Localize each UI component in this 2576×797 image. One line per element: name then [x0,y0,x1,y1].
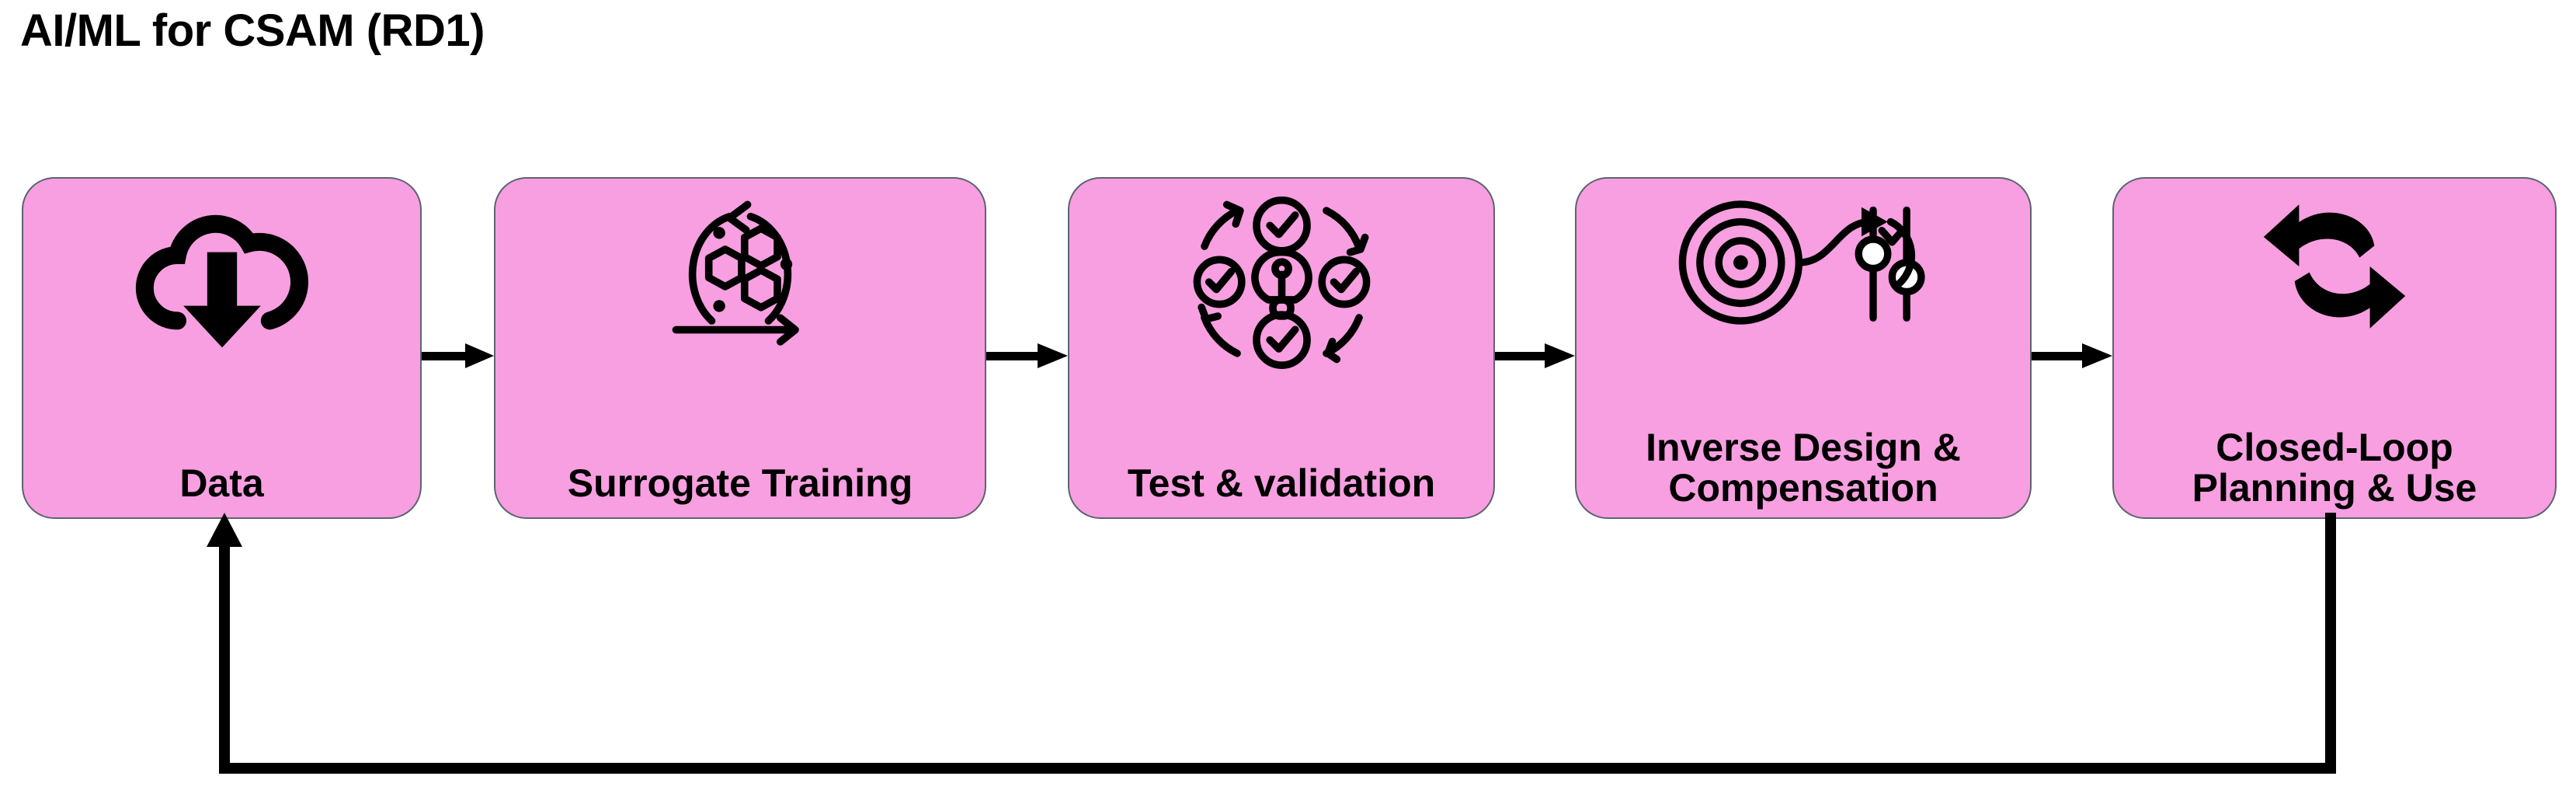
target-sliders-icon [1675,193,1931,332]
stage-label-inverse-design: Inverse Design & Compensation [1577,427,2030,508]
stage-label-line: Surrogate Training [567,461,913,505]
lightbulb-checkmarks-cycle-icon [1187,193,1377,371]
stage-label-line: Closed-Loop [2216,426,2453,469]
arrow-right-icon [1495,343,1575,368]
stage-box-closed-loop[interactable]: Closed-Loop Planning & Use [2112,177,2557,519]
connector-arrow-test-to-inverse [1495,342,1575,370]
feedback-loop-arrow-icon [207,513,2336,774]
arrow-right-icon [2032,343,2112,368]
page-title: AI/ML for CSAM (RD1) [20,5,485,56]
connector-arrow-surrogate-to-test [986,342,1068,370]
arrow-right-icon [986,343,1068,368]
stage-box-data[interactable]: Data [22,177,422,519]
refresh-cycle-icon [2257,193,2412,340]
cloud-download-icon [133,193,311,371]
molecule-cycle-icon [643,193,837,360]
stage-label-line: Compensation [1668,466,1938,510]
arrow-right-icon [422,343,494,368]
stage-box-test[interactable]: Test & validation [1068,177,1495,519]
stage-box-inverse-design[interactable]: Inverse Design & Compensation [1575,177,2032,519]
stage-label-closed-loop: Closed-Loop Planning & Use [2114,427,2555,508]
stage-label-line: Test & validation [1127,461,1436,505]
stage-box-surrogate[interactable]: Surrogate Training [494,177,986,519]
stage-label-line: Inverse Design & [1646,426,1961,469]
connector-arrow-data-to-surrogate [422,342,494,370]
stage-label-data: Data [23,463,420,503]
connector-arrow-inverse-to-closedloop [2032,342,2112,370]
feedback-loop-arrow [202,513,2369,792]
stage-label-surrogate: Surrogate Training [495,463,985,503]
stage-label-line: Data [179,461,264,505]
stage-label-test: Test & validation [1069,463,1493,503]
stage-label-line: Planning & Use [2192,466,2477,510]
